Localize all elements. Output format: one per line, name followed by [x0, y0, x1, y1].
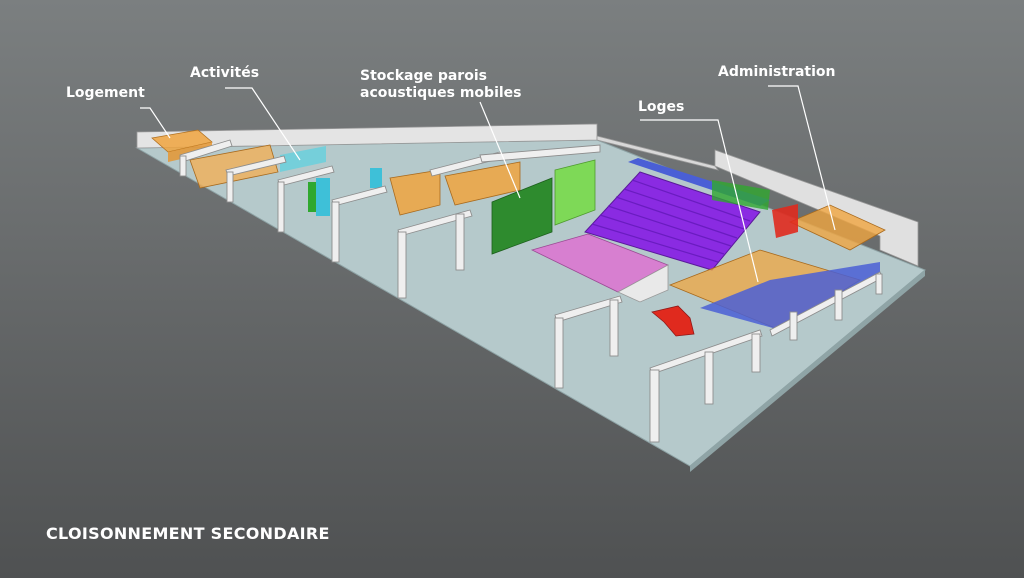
stockage-panel-dark [491, 177, 553, 255]
admin-orange [789, 204, 886, 251]
admin-back-wall [714, 149, 919, 267]
label-logement: Logement [66, 85, 145, 101]
label-stockage-line1: Stockage parois [360, 68, 487, 84]
orange-partition-1 [389, 169, 441, 216]
purple-seating [584, 171, 761, 271]
floor-edge [690, 270, 925, 472]
seating-rows [591, 179, 751, 263]
red-stair [651, 305, 695, 337]
leader-lines [140, 85, 836, 283]
label-loges: Loges [638, 99, 685, 115]
diagram-title: CLOISONNEMENT SECONDAIRE [46, 524, 330, 543]
admin-green [712, 180, 770, 210]
back-wall [136, 123, 598, 149]
label-stockage-line2: acoustiques mobiles [360, 85, 522, 101]
cyan-panel-stack [316, 178, 330, 216]
activites-block [189, 144, 279, 189]
pink-stage-front [617, 264, 669, 303]
label-administration: Administration [718, 64, 836, 80]
label-activites: Activités [190, 65, 260, 81]
portal-frames [179, 139, 883, 443]
activites-cyan-panel [280, 146, 326, 172]
orange-partition-2 [444, 161, 521, 206]
admin-red [772, 204, 798, 238]
stockage-panel-light [554, 159, 596, 226]
cyan-panel-2 [370, 168, 382, 188]
blue-platform-loges [700, 262, 880, 330]
green-panel-1 [308, 182, 316, 212]
